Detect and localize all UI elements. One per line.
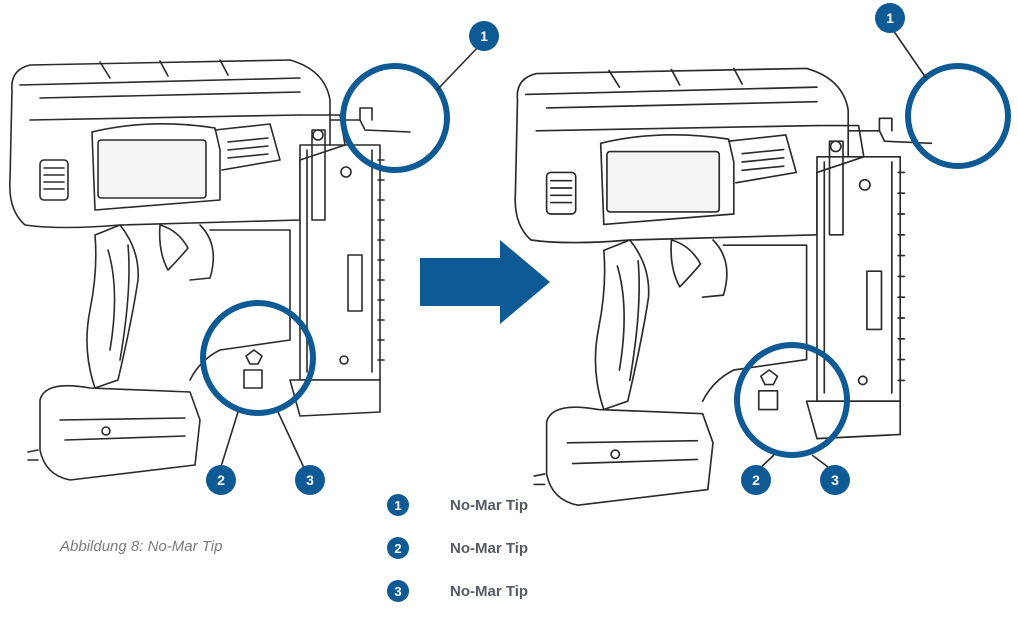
- legend-number: 1: [387, 494, 409, 516]
- highlight-right: [734, 63, 1011, 458]
- figure-caption: Abbildung 8: No-Mar Tip: [60, 538, 223, 555]
- legend-label: No-Mar Tip: [450, 582, 529, 600]
- svg-text:1: 1: [480, 28, 488, 44]
- svg-text:2: 2: [752, 472, 760, 488]
- legend-number: 2: [387, 537, 409, 559]
- legend-item: 3 No-Mar Tip: [387, 580, 647, 602]
- arrow-right-icon: [420, 240, 550, 324]
- svg-text:3: 3: [306, 472, 314, 488]
- callout-badge-right-1: 1: [875, 3, 905, 33]
- svg-text:2: 2: [217, 472, 225, 488]
- nailer-left: [8, 59, 411, 481]
- nailer-right: [514, 67, 933, 507]
- legend-label: No-Mar Tip: [450, 496, 529, 514]
- callout-badge-right-3: 3: [820, 465, 850, 495]
- legend: 1 No-Mar Tip 2 No-Mar Tip 3 No-Mar Tip: [387, 494, 647, 623]
- legend-number: 3: [387, 580, 409, 602]
- svg-text:3: 3: [831, 472, 839, 488]
- svg-text:1: 1: [886, 10, 894, 26]
- callout-badge-left-1: 1: [469, 21, 499, 51]
- nailer-diagram: 1 2 3 1 2 3: [8, 3, 1011, 507]
- legend-label: No-Mar Tip: [450, 539, 529, 557]
- highlight-left: [200, 63, 450, 416]
- callout-badge-left-3: 3: [295, 465, 325, 495]
- legend-item: 2 No-Mar Tip: [387, 537, 647, 559]
- legend-item: 1 No-Mar Tip: [387, 494, 647, 516]
- callout-badge-left-2: 2: [206, 465, 236, 495]
- callout-badge-right-2: 2: [741, 465, 771, 495]
